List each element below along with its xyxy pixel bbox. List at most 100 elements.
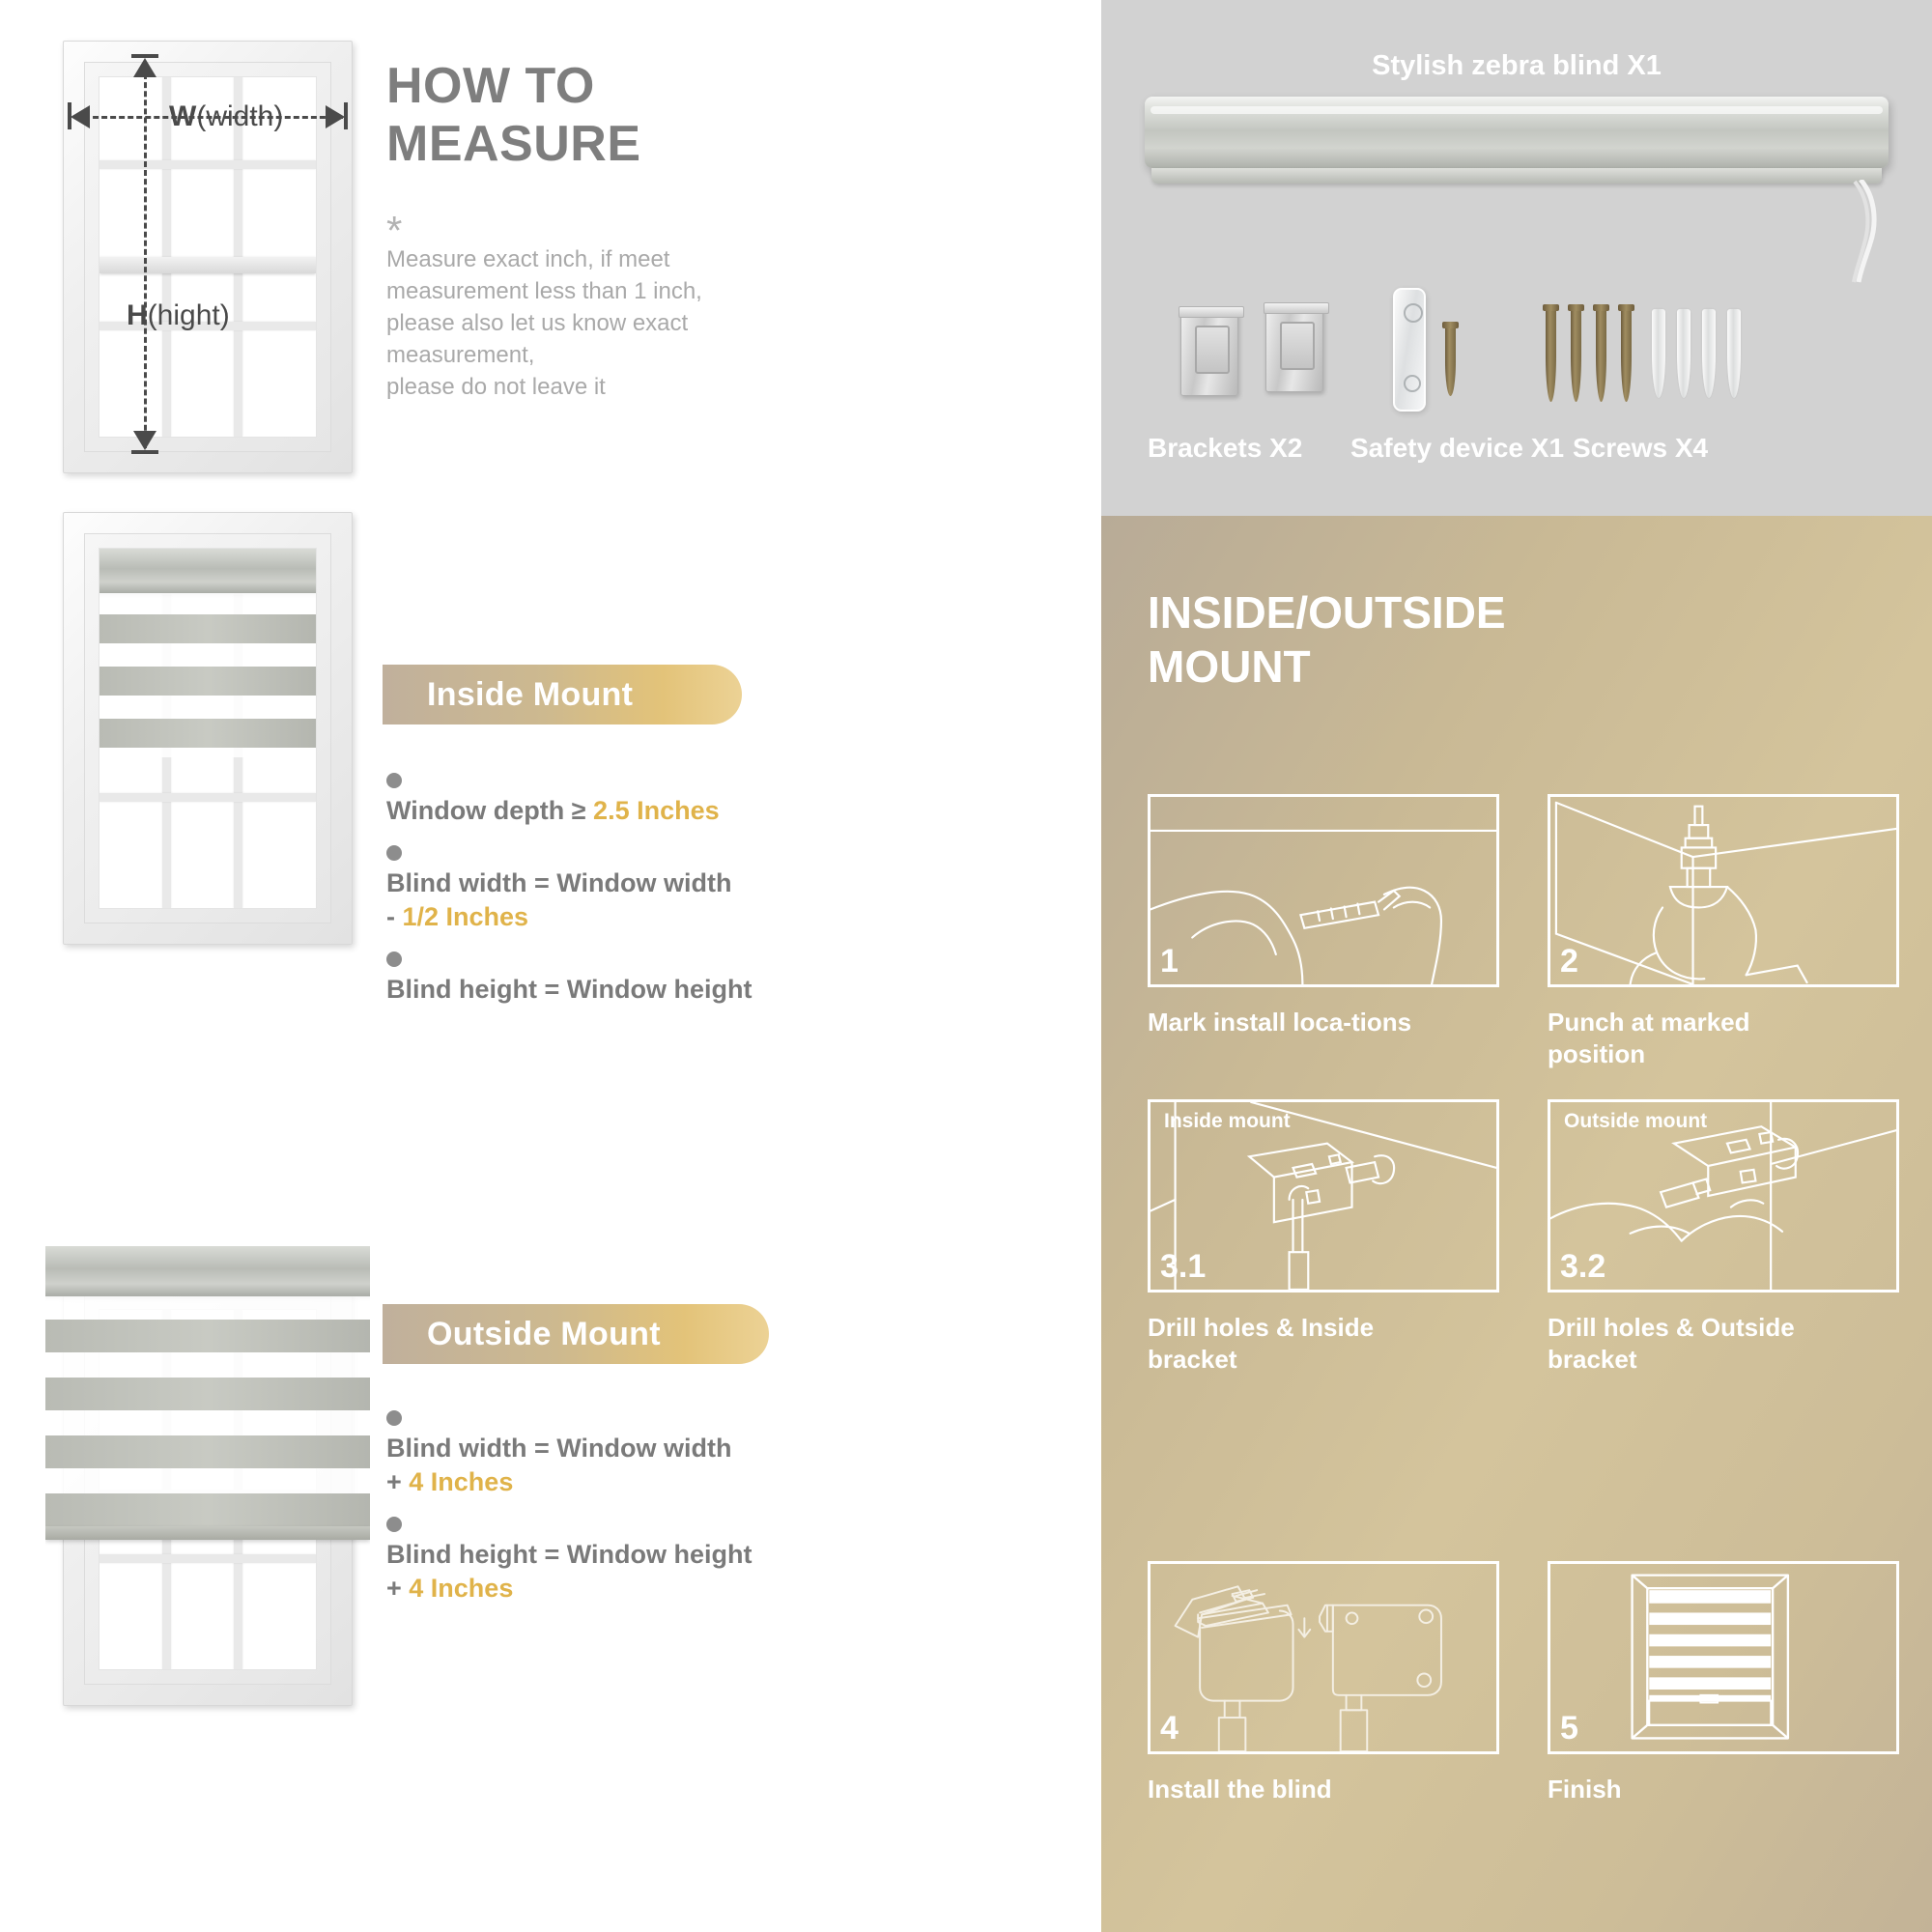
bullet-dot-icon: [386, 1410, 402, 1426]
outside-mount-bullets: Blind width = Window width + 4 Inches Bli…: [386, 1410, 792, 1623]
step-caption-3-1: Drill holes & Inside bracket: [1148, 1313, 1375, 1375]
blind-solid-stripe: [99, 614, 316, 643]
bracket-icon: [1179, 306, 1244, 396]
step-3-2-illustration: [1550, 1102, 1896, 1290]
bullet-2-plain2: -: [386, 902, 403, 932]
inside-mount-bullet-2: Blind width = Window width- 1/2 Inches: [386, 867, 792, 934]
step-3-2-sublabel: Outside mount: [1564, 1110, 1708, 1132]
asterisk-icon: *: [386, 208, 403, 253]
screw-icon: [1618, 304, 1634, 402]
step-1-illustration: [1151, 797, 1496, 984]
bullet-1-plain2: +: [386, 1467, 410, 1497]
zebra-blind-inside: [99, 549, 316, 757]
list-item: Blind width = Window width- 1/2 Inches: [386, 845, 792, 934]
blind-solid-stripe: [99, 719, 316, 748]
width-cap-left: [68, 102, 71, 129]
install-steps-section: INSIDE/OUTSIDE MOUNT: [1101, 516, 1932, 1932]
step-box-1: 1: [1148, 794, 1499, 987]
bullet-1-accent: 4 Inches: [409, 1467, 514, 1497]
bullet-dot-icon: [386, 952, 402, 968]
bullet-1-plain: Blind width = Window width: [386, 1434, 732, 1463]
blind-solid-stripe: [45, 1320, 370, 1352]
height-label-paren: (hight): [147, 299, 230, 331]
step-2-illustration: [1550, 797, 1896, 984]
width-cap-right: [344, 102, 348, 129]
step-number-3-2: 3.2: [1560, 1248, 1606, 1285]
outside-mount-banner: Outside Mount: [383, 1304, 769, 1364]
window-inner-frame: [84, 533, 331, 923]
list-item: Blind height = Window height: [386, 952, 792, 1007]
height-dimension-line: [144, 73, 147, 448]
step-3-1-illustration: [1151, 1102, 1496, 1290]
blind-sheer-stripe: [45, 1410, 370, 1435]
measure-note-text: Measure exact inch, if meet measurement …: [386, 246, 702, 401]
blind-solid-stripe: [45, 1378, 370, 1410]
inside-mount-banner-label: Inside Mount: [427, 675, 634, 713]
install-steps-title-line1: INSIDE/OUTSIDE: [1148, 587, 1506, 638]
height-arrow-down: [133, 431, 156, 450]
blind-sheer-stripe: [99, 593, 316, 614]
width-dimension-line: [84, 116, 343, 119]
list-item: Blind height = Window height+ 4 Inches: [386, 1517, 792, 1605]
screw-icon: [1593, 304, 1609, 402]
step-number-4: 4: [1160, 1710, 1179, 1747]
step-3-1-sublabel: Inside mount: [1164, 1110, 1291, 1132]
wall-anchor-icon: [1702, 309, 1716, 398]
list-item: Window depth ≥ 2.5 Inches: [386, 773, 792, 828]
step-box-5: 5: [1548, 1561, 1899, 1754]
blind-headrail: [99, 549, 316, 593]
step-caption-2: Punch at marked position: [1548, 1008, 1750, 1069]
step-box-3-2: Outside mount 3.2: [1548, 1099, 1899, 1293]
safety-device-icon: [1393, 288, 1426, 412]
step-number-1: 1: [1160, 943, 1179, 980]
zebra-blind-outside: [45, 1246, 370, 1555]
outside-mount-banner-label: Outside Mount: [427, 1315, 661, 1352]
step-box-4: 4: [1148, 1561, 1499, 1754]
step-number-5: 5: [1560, 1710, 1578, 1747]
height-cap-top: [131, 54, 158, 58]
screw-icon: [1543, 304, 1559, 402]
install-steps-title: INSIDE/OUTSIDE MOUNT: [1148, 585, 1650, 694]
blind-headrail: [45, 1246, 370, 1296]
outside-mount-bullet-2: Blind height = Window height+ 4 Inches: [386, 1538, 792, 1605]
step-number-2: 2: [1560, 943, 1578, 980]
parts-title: Stylish zebra blind X1: [1372, 50, 1662, 81]
inside-mount-bullets: Window depth ≥ 2.5 Inches Blind width = …: [386, 773, 792, 1024]
width-arrow-right: [326, 105, 345, 128]
bead-chain-icon: [1835, 178, 1880, 284]
inside-mount-bullet-1: Window depth ≥ 2.5 Inches: [386, 794, 792, 828]
parts-label-brackets: Brackets X2: [1148, 433, 1303, 463]
width-label: W(width): [169, 100, 283, 133]
blind-bottom-rail: [45, 1526, 370, 1540]
install-steps-title-line2: MOUNT: [1148, 641, 1311, 693]
step-caption-1: Mark install loca-tions: [1148, 1008, 1412, 1037]
window-mullion-horizontal: [99, 1553, 316, 1563]
screw-icon: [1442, 322, 1459, 396]
page-title: HOW TO MEASURE: [386, 58, 753, 174]
blind-sheer-stripe: [99, 748, 316, 757]
step-number-3-1: 3.1: [1160, 1248, 1207, 1285]
inside-mount-illustration: [63, 512, 353, 945]
width-arrow-left: [71, 105, 90, 128]
list-item: Blind width = Window width + 4 Inches: [386, 1410, 792, 1499]
parts-label-safety: Safety device X1: [1350, 433, 1565, 463]
height-label: H(hight): [127, 299, 230, 332]
wall-anchor-icon: [1677, 309, 1690, 398]
left-panel: W(width) H(hight) HOW TO MEASURE * Measu…: [45, 41, 792, 1706]
blind-sheer-stripe: [99, 643, 316, 667]
bullet-2-plain: Blind width = Window width: [386, 868, 732, 898]
height-arrow-up: [133, 58, 156, 77]
outside-mount-bullet-1: Blind width = Window width + 4 Inches: [386, 1432, 792, 1499]
window-sash-rail: [99, 257, 316, 273]
inside-mount-banner: Inside Mount: [383, 665, 742, 724]
blind-sheer-stripe: [45, 1296, 370, 1320]
blind-sheer-stripe: [99, 696, 316, 719]
bullet-1-accent: 2.5 Inches: [593, 796, 720, 825]
inside-mount-bullet-3: Blind height = Window height: [386, 975, 753, 1005]
step-5-illustration: [1550, 1564, 1896, 1751]
step-4-illustration: [1151, 1564, 1496, 1751]
bullet-1-plain: Window depth ≥: [386, 796, 594, 825]
blind-sheer-stripe: [45, 1352, 370, 1378]
bullet-2-accent: 4 Inches: [409, 1574, 514, 1604]
